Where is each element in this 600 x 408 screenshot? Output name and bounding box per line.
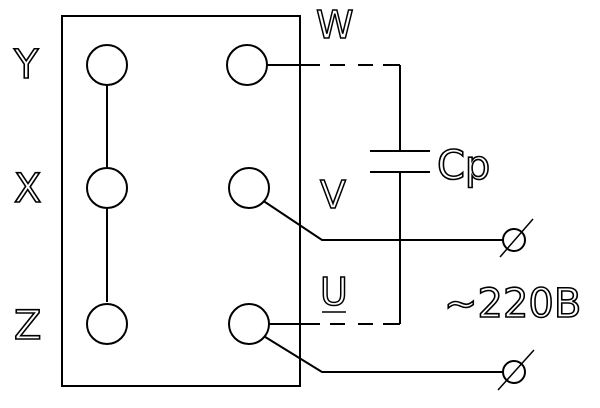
- supply-terminal-2: [497, 349, 535, 391]
- wire-w-to-capacitor: [267, 64, 401, 151]
- label-x: X: [14, 166, 41, 212]
- wire-v-to-supply: [261, 199, 503, 241]
- label-u: U: [320, 270, 348, 314]
- label-z: Z: [14, 303, 41, 349]
- capacitor-cp: [370, 150, 430, 173]
- capacitor-label: Cp: [437, 143, 490, 189]
- supply-terminal-1: [499, 218, 534, 258]
- terminal-y: [86, 44, 128, 86]
- wire-capacitor-to-u: [300, 172, 401, 325]
- terminal-box: [61, 15, 301, 387]
- wire-u-to-supply: [261, 334, 503, 373]
- terminal-w: [226, 44, 268, 86]
- label-w: W: [316, 3, 354, 47]
- label-y: Y: [13, 42, 39, 88]
- terminal-v: [228, 167, 270, 209]
- terminal-z: [86, 303, 128, 345]
- terminal-u: [228, 303, 270, 345]
- terminal-x: [86, 167, 128, 209]
- label-v: V: [320, 173, 346, 217]
- supply-voltage-label: ~220B: [444, 281, 581, 327]
